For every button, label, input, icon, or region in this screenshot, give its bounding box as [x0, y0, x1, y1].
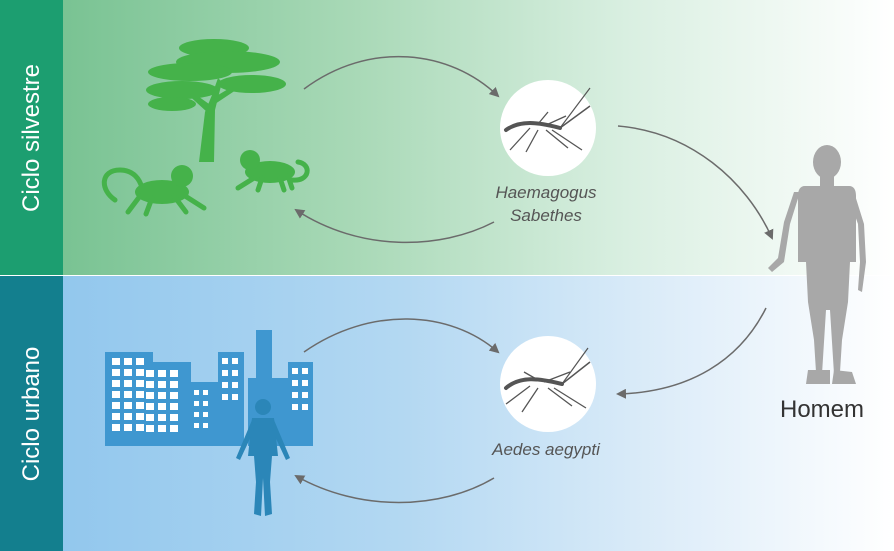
person-icon	[768, 145, 866, 384]
city-icon	[105, 330, 313, 446]
urban-cycle-sidebar: Ciclo urbano	[0, 276, 63, 551]
mosquito-icon	[500, 336, 596, 432]
host-label: Homem	[780, 396, 865, 423]
sylvatic-vector-label: Haemagogus Sabethes	[468, 183, 624, 226]
sylvatic-cycle-sidebar: Ciclo silvestre	[0, 0, 63, 275]
person-icon	[236, 399, 290, 516]
monkey-icon	[235, 150, 310, 193]
monkey-icon	[101, 165, 207, 217]
sylvatic-cycle-panel	[0, 0, 894, 275]
urban-vector-label: Aedes aegypti	[492, 440, 600, 459]
tree-icon	[146, 39, 286, 162]
vector-name-haemagogus: Haemagogus	[495, 183, 597, 202]
mosquito-icon	[500, 80, 596, 176]
transmission-arrows	[294, 55, 774, 504]
vector-name-sabethes: Sabethes	[510, 206, 582, 225]
